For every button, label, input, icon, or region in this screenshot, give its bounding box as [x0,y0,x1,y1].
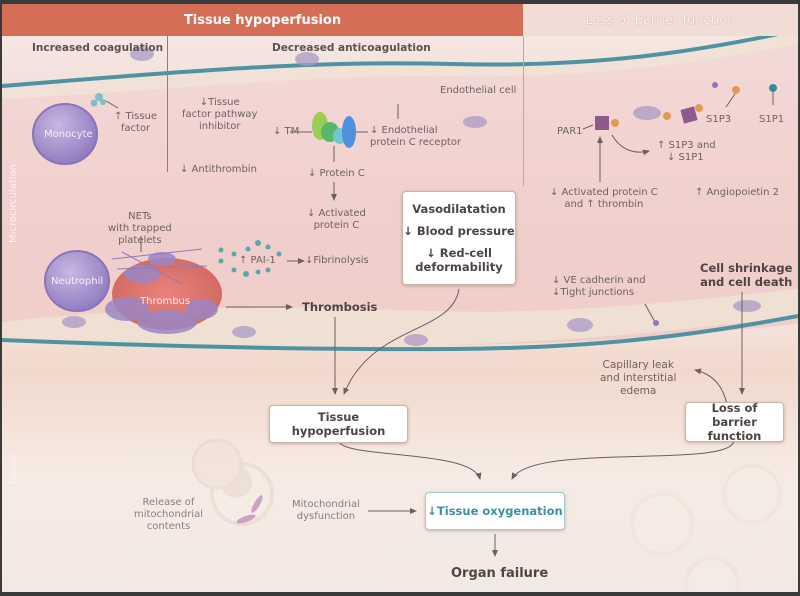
illustration-layer [2,28,798,592]
s1p3-s1p1-label: ↑ S1P3 and↓ S1P1 [657,140,716,163]
tm-label: ↓ TM [273,126,300,137]
par1-label: PAR1 [557,126,583,137]
tissue-oxygenation-box: ↓Tissue oxygenation [425,492,565,530]
neutrophil-label: Neutrophil [51,276,104,287]
side-label-microcirculation: Microcirculation [8,164,19,243]
vasodilatation-box: Vasodilatation ↓ Blood pressure ↓ Red-ce… [402,191,516,285]
thrombus-label: Thrombus [140,296,191,307]
lower-vessel-wall [2,314,798,352]
s1p1-label: S1P1 [759,114,785,125]
blood-pressure-text: ↓ Blood pressure [403,224,515,238]
column-divider-right [523,36,524,186]
header-loss-of-barrier-function: Loss of barrier function [523,4,798,36]
tissue-hypoperfusion-box: Tissue hypoperfusion [269,405,408,443]
side-label-tissue: Tissue [8,454,19,486]
lower-endothelium [2,289,798,347]
vasodilatation-text: Vasodilatation [412,202,506,216]
endothelial-cell-label: Endothelial cell [440,85,517,96]
sepsis-microcirculation-diagram: Tissue hypoperfusion Loss of barrier fun… [2,4,798,592]
tissue-cells [191,438,782,592]
red-cell-text: ↓ Red-cell [426,246,492,260]
pai1-molecules [218,240,282,277]
organ-failure-label: Organ failure [451,566,549,581]
angiopoietin-label: ↑ Angiopoietin 2 [695,187,779,198]
pai1-label: ↑ PAI-1 [239,255,276,266]
monocyte-cell [32,103,98,165]
s1p3-label: S1P3 [706,114,732,125]
deformability-text: deformability [415,260,503,274]
monocyte-label: Monocyte [44,129,93,140]
fibrinolysis-label: ↓Fibrinolysis [305,255,369,266]
antithrombin-label: ↓ Antithrombin [180,164,257,175]
ve-cadherin-label: ↓ VE cadherin and↓Tight junctions [552,275,646,298]
subheader-decreased-anticoagulation: Decreased anticoagulation [272,42,431,54]
subheader-increased-coagulation: Increased coagulation [32,42,164,54]
thrombosis-label: Thrombosis [302,300,378,314]
neutrophil-cell [44,250,110,312]
tm-epcr-complex [312,112,356,148]
upper-vessel-wall [2,28,798,88]
upper-endothelium [2,32,798,99]
header-tissue-hypoperfusion: Tissue hypoperfusion [2,4,523,36]
protein-c-label: ↓ Protein C [308,168,365,179]
column-divider-left [167,36,168,172]
